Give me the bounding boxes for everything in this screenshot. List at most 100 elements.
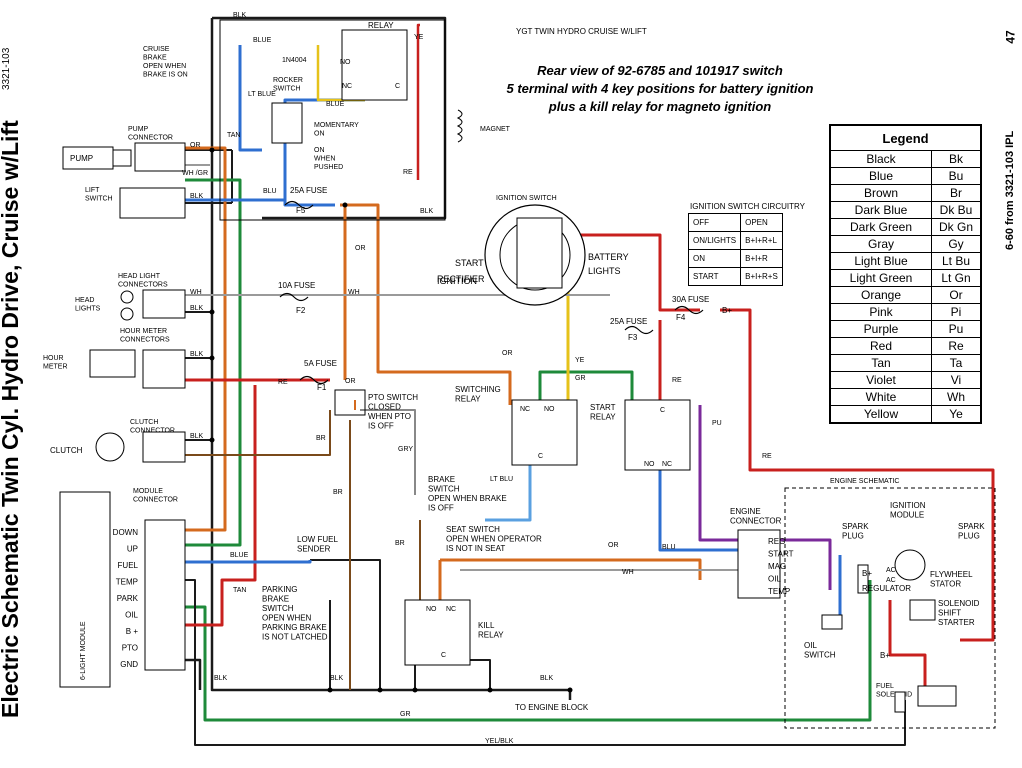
- solenoid-label: STARTER: [938, 618, 975, 627]
- legend-color-code: Vi: [931, 371, 982, 389]
- clutch-connector-label: CONNECTOR: [130, 428, 175, 435]
- switching-relay-label: SWITCHING: [455, 385, 501, 394]
- wire-color-label: GR: [400, 711, 411, 718]
- wire-color-label: RE: [278, 379, 288, 386]
- junction-dot: [487, 687, 493, 693]
- wire-color-label: YEL/BLK: [485, 738, 514, 745]
- junction-dot: [567, 687, 573, 693]
- legend-color-name: Dark Green: [829, 218, 932, 236]
- parking-brake-label: PARKING: [262, 585, 297, 594]
- pump-connector-label: CONNECTOR: [128, 135, 173, 142]
- wire-color-label: BLUE: [253, 37, 272, 44]
- magnet-coil: [456, 109, 463, 143]
- module-pin-label: TEMP: [116, 578, 138, 587]
- engine-pin-label: REG: [768, 537, 785, 546]
- low-fuel-label: SENDER: [297, 545, 331, 554]
- pto-switch-label: CLOSED: [368, 403, 401, 412]
- headlight-connectors-label: HEAD LIGHT: [118, 273, 161, 280]
- wire-blue-relay: [238, 45, 262, 152]
- ign-rectifier-label: RECTIFIER: [437, 274, 485, 284]
- spark-plug-left-label: PLUG: [842, 532, 864, 541]
- fuse-f4-label: 30A FUSE: [672, 295, 709, 304]
- wire-color-label: OR: [355, 245, 366, 252]
- spark-plug-right-label: PLUG: [958, 532, 980, 541]
- module-pin-label: FUEL: [118, 561, 139, 570]
- brake-switch-label: SWITCH: [428, 485, 460, 494]
- wire-red-relay: [416, 23, 420, 180]
- diagram-heading: Rear view of 92-6785 and 101917 switch 5…: [470, 62, 850, 116]
- ignition-module-label: IGNITION: [890, 501, 926, 510]
- cruise-brake-label: BRAKE: [143, 55, 167, 62]
- flywheel-label: STATOR: [930, 580, 961, 589]
- clutch-label: CLUTCH: [50, 446, 83, 455]
- wire-green-up: [185, 178, 242, 547]
- diagram-small-title: YGT TWIN HYDRO CRUISE W/LIFT: [516, 27, 647, 36]
- solenoid-symbol: [909, 599, 936, 621]
- wire-blk-top: [212, 16, 447, 220]
- head-lights-label: LIGHTS: [75, 306, 101, 313]
- head-lights-label: HEAD: [75, 297, 94, 304]
- ign-lights-label: LIGHTS: [588, 266, 621, 276]
- oil-switch-label: SWITCH: [804, 651, 836, 660]
- lift-switch-connector: [119, 187, 186, 219]
- wire-color-label: PU: [712, 420, 722, 427]
- wire-blk-left-bus: [210, 18, 570, 692]
- hour-meter-box: [89, 349, 136, 378]
- fuse-f2-id: F2: [296, 306, 306, 315]
- ac-label-1: AC: [886, 567, 896, 574]
- sw-relay-c: C: [538, 453, 543, 460]
- wire-color-label: BLK: [420, 208, 434, 215]
- kill-relay-label: KILL: [478, 621, 495, 630]
- fuse-f1-label: 5A FUSE: [304, 359, 337, 368]
- wire-blue-lift: [185, 198, 335, 207]
- junction-dot: [209, 355, 215, 361]
- module-pin-label: PARK: [117, 594, 139, 603]
- wire-color-label: TAN: [227, 132, 240, 139]
- legend-color-name: Purple: [829, 320, 932, 338]
- fuse-f5-id: F5: [296, 206, 306, 215]
- st-relay-no: NO: [644, 461, 655, 468]
- ignition-table-caption: IGNITION SWITCH CIRCUITRY: [690, 202, 805, 211]
- wire-red-bplus: [185, 385, 257, 627]
- wire-blue-fuel: [185, 560, 312, 564]
- wire-color-label: GR: [575, 375, 586, 382]
- ignition-switch-terminals: [516, 217, 563, 289]
- wire-red-batt: [720, 308, 995, 642]
- wire-yelblk: [185, 579, 906, 746]
- wire-color-label: BR: [316, 435, 326, 442]
- seat-switch-label: OPEN WHEN OPERATOR: [446, 535, 542, 544]
- ac-label-2: AC: [886, 577, 896, 584]
- junction-dot: [412, 687, 418, 693]
- legend-color-code: Ye: [931, 405, 982, 424]
- regulator-symbol: [857, 564, 869, 594]
- relay-no-label: NO: [340, 59, 351, 66]
- fuse-f5: [284, 200, 314, 210]
- legend-color-name: Dark Blue: [829, 201, 932, 219]
- wire-color-label: OR: [608, 542, 619, 549]
- legend-color-name: Light Green: [829, 269, 932, 287]
- heading-line-1: Rear view of 92-6785 and 101917 switch: [537, 63, 783, 78]
- on-when-pushed-label: WHEN: [314, 156, 335, 163]
- wire-color-label: LT BLU: [490, 476, 513, 483]
- rocker-label: ROCKER: [273, 77, 303, 84]
- fuse-f3: [624, 325, 654, 335]
- wire-purple-eng: [780, 538, 832, 590]
- pump-connector: [134, 142, 186, 172]
- wire-color-label: WH: [348, 289, 360, 296]
- wire-color-label: GRY: [398, 446, 413, 453]
- wire-orange-ign: [340, 203, 512, 405]
- magnet-label: MAGNET: [480, 126, 511, 133]
- heading-line-2: 5 terminal with 4 key positions for batt…: [506, 81, 814, 96]
- module-connector-label: CONNECTOR: [133, 497, 178, 504]
- start-relay: [624, 399, 691, 471]
- wire-color-label: YE: [575, 357, 585, 364]
- ign-battery-label: BATTERY: [588, 252, 629, 262]
- junction-dot: [209, 437, 215, 443]
- flywheel-label: FLYWHEEL: [930, 570, 973, 579]
- fuse-f4-id: F4: [676, 313, 686, 322]
